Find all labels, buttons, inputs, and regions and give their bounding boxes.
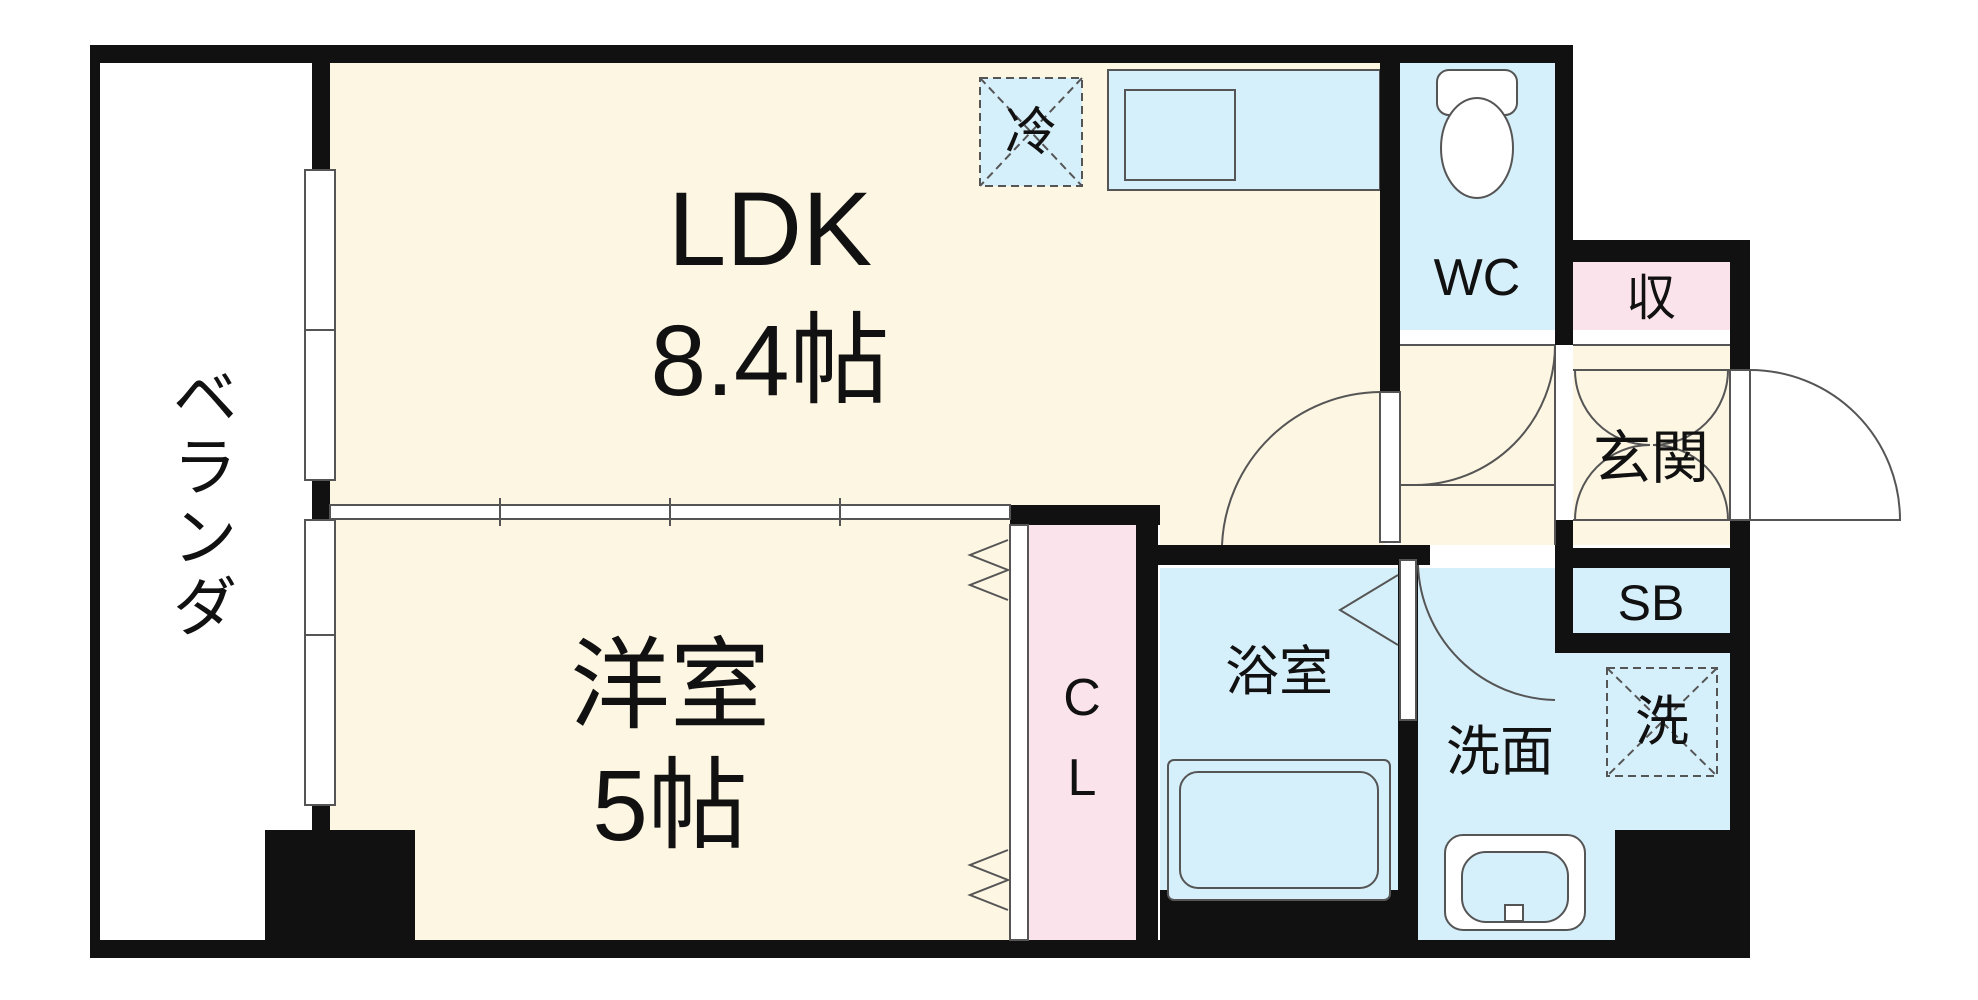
kitchen-sink bbox=[1124, 89, 1236, 181]
storage-floor bbox=[1573, 262, 1730, 330]
svg-text:ラ: ラ bbox=[173, 432, 237, 504]
svg-text:ベ: ベ bbox=[173, 362, 237, 434]
western-room-floor bbox=[330, 515, 1010, 940]
closet-label-l: L bbox=[1068, 749, 1097, 807]
fixtures bbox=[979, 69, 1718, 931]
svg-text:ダ: ダ bbox=[173, 572, 237, 644]
wall-wc-left bbox=[1380, 62, 1400, 392]
entrance-label: 玄関 bbox=[1593, 426, 1709, 491]
washer-label: 洗 bbox=[1635, 692, 1689, 752]
entrance-closet-door-right bbox=[1652, 369, 1729, 521]
wall-entrance-left bbox=[1555, 520, 1573, 650]
veranda-area bbox=[90, 62, 312, 942]
wall-veranda-edge bbox=[90, 45, 100, 958]
closet-doors bbox=[1009, 524, 1029, 941]
shoebox-label: SB bbox=[1618, 575, 1685, 631]
ldk-name: LDK bbox=[668, 171, 872, 288]
wall-shoebox-top bbox=[1555, 548, 1750, 568]
wall-wc-right bbox=[1555, 45, 1573, 345]
washer-space bbox=[1606, 667, 1718, 777]
svg-text:ン: ン bbox=[173, 502, 237, 574]
entrance-floor bbox=[1573, 345, 1730, 545]
bathtub-icon bbox=[1167, 759, 1391, 901]
wc-label: WC bbox=[1434, 249, 1521, 307]
closet-door-hinge-upper bbox=[967, 539, 1011, 601]
labels: LDK 8.4帖 洋室 5帖 C L 浴室 洗面 WC 収 玄関 SB 冷 洗 … bbox=[173, 104, 1709, 862]
ldk-size: 8.4帖 bbox=[650, 305, 889, 417]
western-room-name: 洋室 bbox=[570, 630, 770, 742]
wall-left-exterior-top bbox=[312, 45, 330, 170]
column-left bbox=[265, 830, 415, 955]
toilet-icon bbox=[1436, 69, 1518, 199]
front-door-frame bbox=[1729, 369, 1751, 521]
washroom-label: 洗面 bbox=[1446, 722, 1554, 782]
wall-closet-right bbox=[1136, 505, 1158, 955]
closet-label-c: C bbox=[1063, 669, 1101, 727]
wc-door-swing bbox=[1414, 344, 1556, 486]
western-room-size: 5帖 bbox=[592, 750, 748, 862]
ldk-floor-lower bbox=[1160, 505, 1385, 545]
wall-storage-top bbox=[1555, 240, 1750, 262]
closet-floor bbox=[1028, 520, 1136, 940]
fridge-label: 冷 bbox=[1005, 104, 1057, 162]
wall-bath-top bbox=[1140, 545, 1430, 565]
wall-ldk-bottom bbox=[1010, 505, 1160, 525]
washroom-door-frame bbox=[1399, 559, 1417, 721]
bath-label: 浴室 bbox=[1225, 642, 1333, 702]
washroom-door-swing bbox=[1417, 564, 1556, 701]
bath-door bbox=[1338, 574, 1399, 646]
hall-door-frame bbox=[1379, 391, 1401, 543]
veranda-label: ベ ラ ン ダ bbox=[173, 362, 237, 644]
entrance-closet-door-left bbox=[1574, 369, 1651, 521]
hall-floor bbox=[1400, 345, 1555, 545]
washbasin-icon bbox=[1444, 834, 1586, 931]
wall-right-exterior bbox=[1730, 240, 1750, 370]
front-door-swing bbox=[1749, 369, 1902, 521]
partitions bbox=[304, 169, 1902, 941]
room-fills bbox=[90, 62, 1730, 942]
window-left-lower bbox=[304, 519, 336, 806]
column-right bbox=[1615, 830, 1750, 955]
wall-top bbox=[90, 45, 1570, 63]
storage-label: 収 bbox=[1626, 270, 1676, 326]
hall-door-swing bbox=[1221, 391, 1381, 546]
wall-washroom-top bbox=[1555, 633, 1750, 653]
wall-left-exterior-mid bbox=[312, 480, 330, 520]
window-left-upper bbox=[304, 169, 336, 481]
closet-door-hinge-lower bbox=[967, 849, 1011, 911]
